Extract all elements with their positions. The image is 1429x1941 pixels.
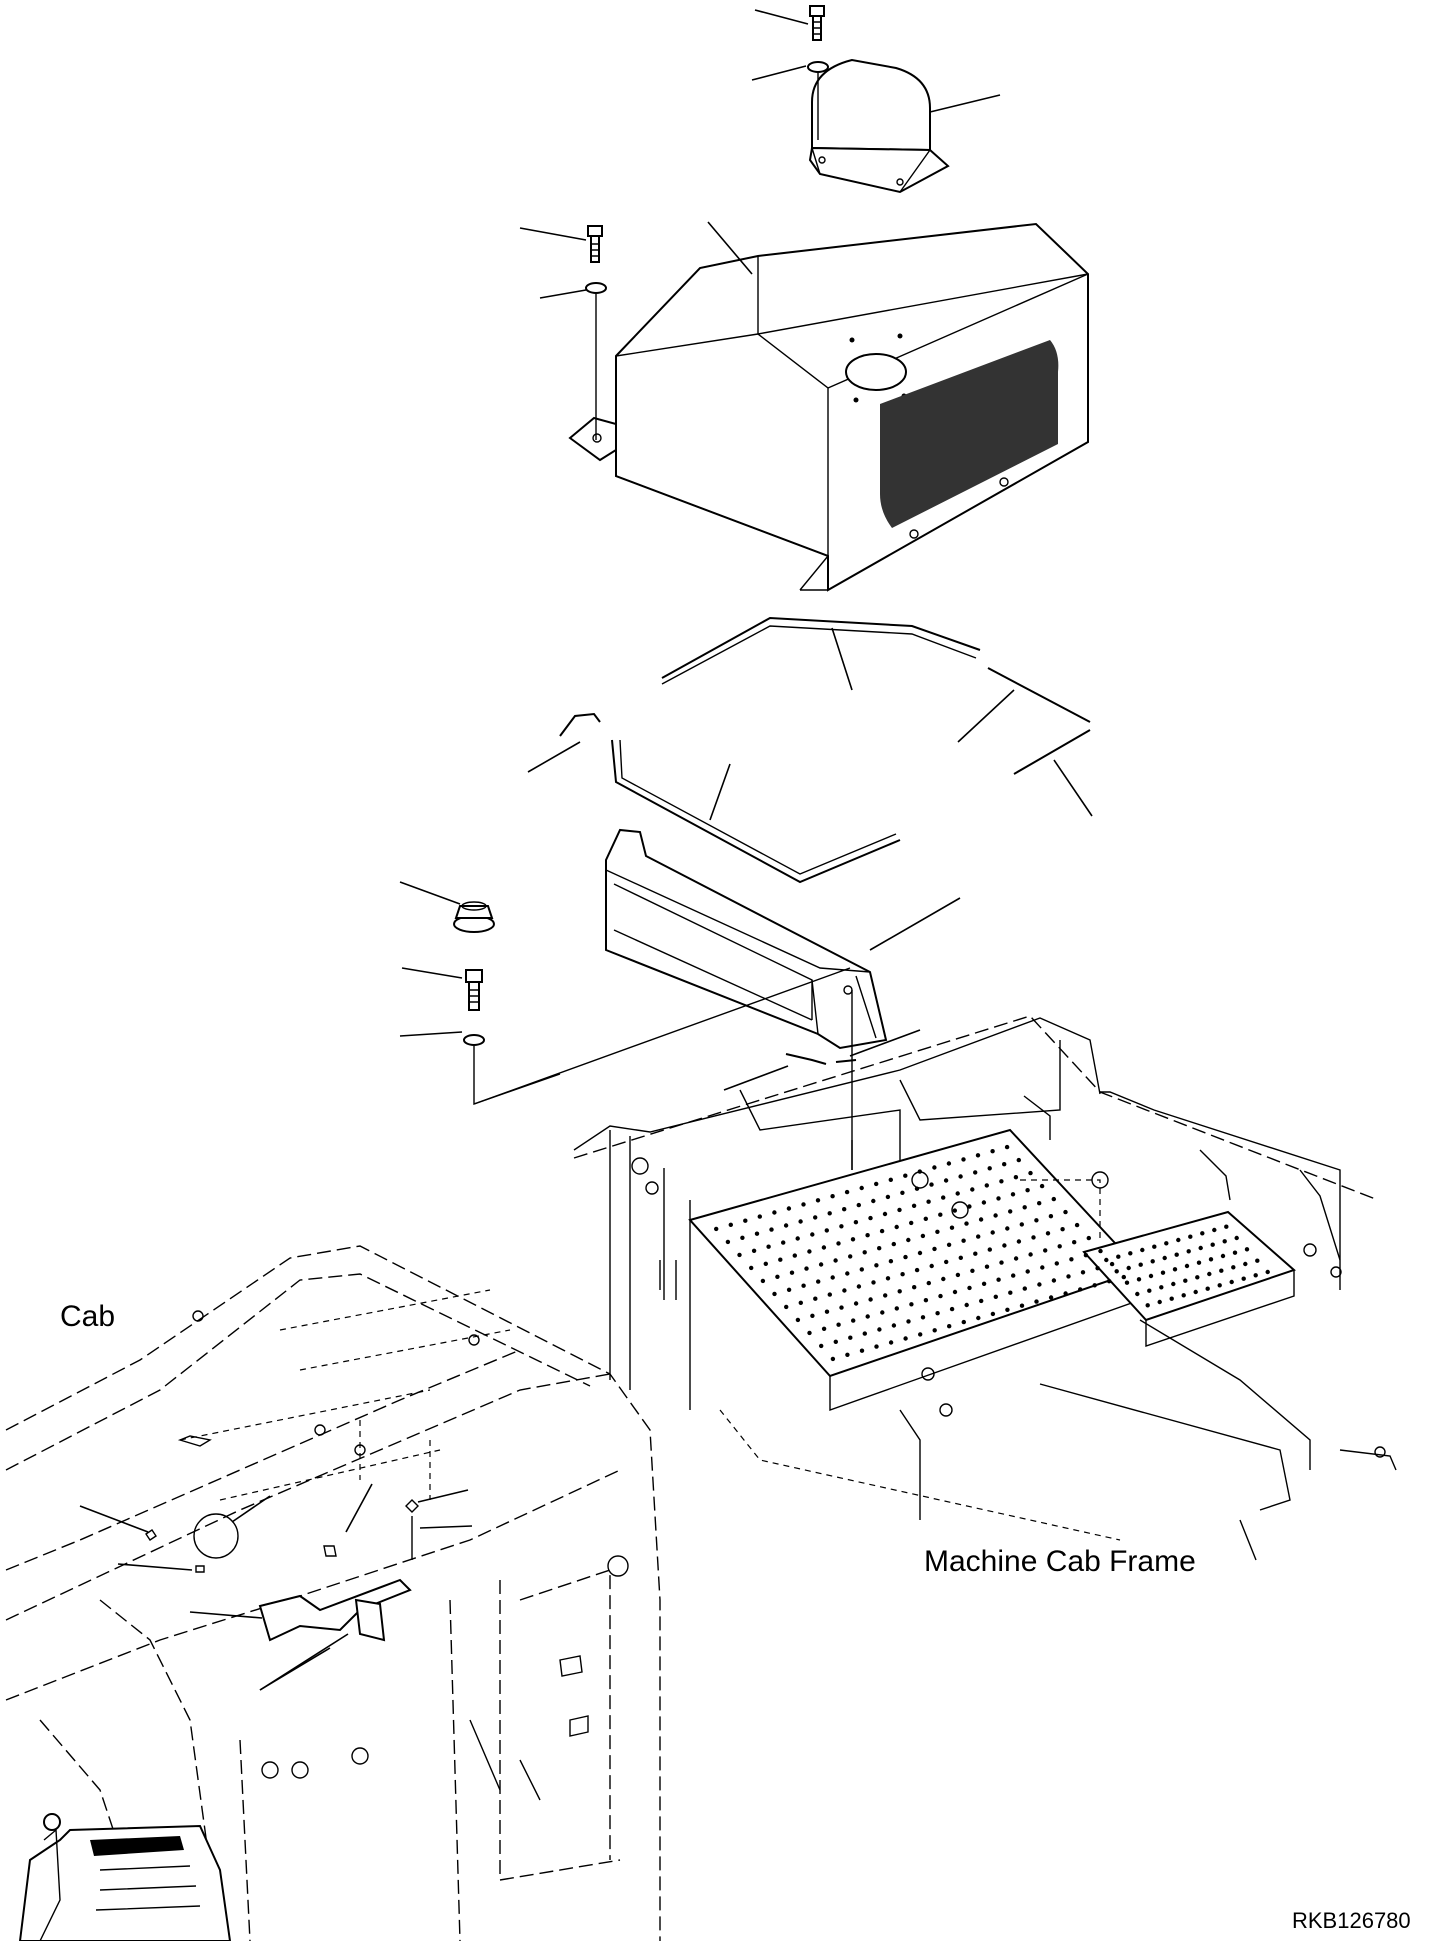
floor-plate-perforations — [714, 1144, 1127, 1362]
seal-strip-left-corner — [559, 712, 601, 737]
clip-pieces — [785, 1053, 857, 1065]
duct-bracket — [605, 828, 888, 1050]
seal-strip-right-upper — [987, 667, 1091, 723]
seal-strip-left-long — [611, 739, 901, 884]
flange-nut — [453, 901, 495, 933]
perforated-floor-plate — [688, 1128, 1142, 1378]
top-bolt — [809, 5, 825, 41]
drawing-code: RKB126780 — [1292, 1908, 1411, 1933]
top-hood-cover — [808, 58, 950, 194]
cab — [5, 1245, 661, 1941]
machine-cab-frame — [573, 1015, 1397, 1561]
vent-grille — [880, 340, 1059, 528]
side-bolt — [465, 969, 483, 1011]
cab-label: Cab — [60, 1300, 116, 1333]
step-plate-perforations — [1104, 1224, 1270, 1308]
cover-bolt — [587, 225, 603, 263]
cab-bracket — [258, 1578, 412, 1642]
cab-control-console — [18, 1824, 232, 1941]
main-cover-box — [568, 222, 1089, 592]
side-washer — [463, 1034, 485, 1046]
top-washer — [807, 61, 829, 73]
seal-strip-right-lower — [1013, 729, 1091, 775]
cab-ring-clamp — [193, 1513, 239, 1559]
cover-washer — [585, 282, 607, 294]
machine-cab-frame-label: Machine Cab Frame — [924, 1545, 1196, 1578]
seal-strip-top — [661, 616, 981, 685]
